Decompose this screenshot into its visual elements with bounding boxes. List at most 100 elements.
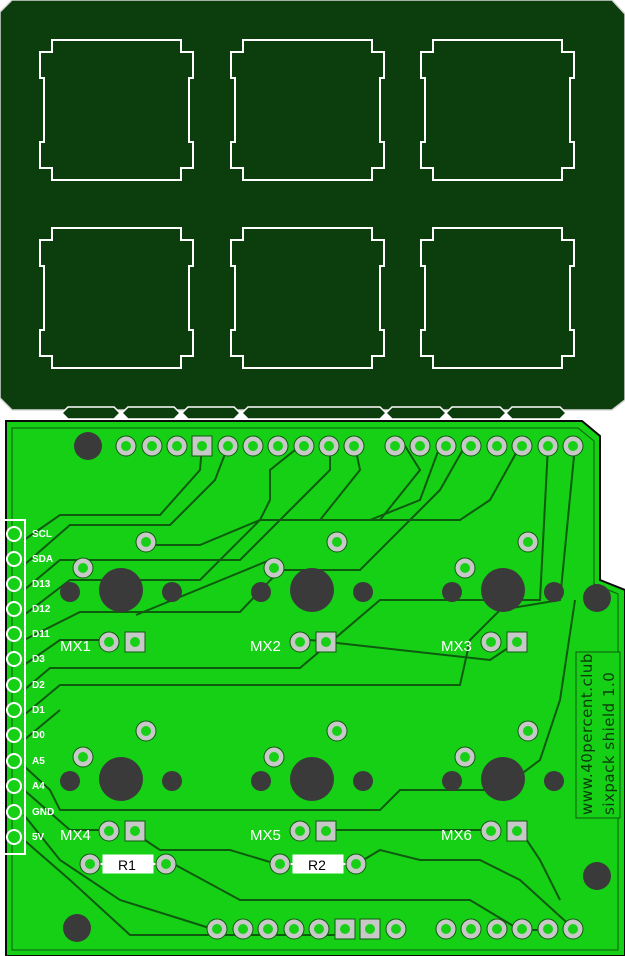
pin-label-5v: 5V	[32, 832, 45, 843]
pad-drill	[324, 441, 334, 451]
mounting-hole	[63, 914, 91, 942]
pad-drill	[351, 859, 361, 869]
switch-label-mx4: MX4	[60, 827, 91, 844]
pad-drill	[147, 441, 157, 451]
switch-footprints	[60, 531, 564, 842]
pad-drill	[248, 441, 258, 451]
copper-trace	[23, 814, 216, 931]
pin-label-a5: A5	[32, 756, 45, 767]
copper-trace	[359, 848, 576, 931]
switch-label-mx1: MX1	[60, 638, 91, 655]
pad-drill	[223, 441, 233, 451]
copper-trace	[23, 639, 100, 666]
pad-drill	[78, 752, 88, 762]
copper-trace	[369, 445, 441, 521]
pad-drill	[289, 924, 299, 934]
copper-trace	[290, 445, 521, 521]
pad-drill	[104, 826, 114, 836]
pad-drill	[523, 726, 533, 736]
pad-drill	[130, 826, 140, 836]
pad-drill	[269, 752, 279, 762]
pad-drill	[486, 637, 496, 647]
pad-drill	[466, 441, 476, 451]
pad-drill	[332, 537, 342, 547]
pad-drill	[299, 441, 309, 451]
left-header-outline	[2, 519, 26, 855]
header-pin	[6, 753, 22, 769]
copper-trace	[23, 709, 61, 741]
pad-drill	[512, 826, 522, 836]
header-pin	[6, 829, 22, 845]
switch-peg-hole	[442, 771, 462, 791]
pad-drill	[332, 726, 342, 736]
switch-peg-hole	[251, 582, 271, 602]
pin-label-d11: D11	[32, 629, 50, 640]
switch-cutouts	[39, 39, 575, 369]
pin-label-d1: D1	[32, 705, 45, 716]
pad-drill	[263, 924, 273, 934]
switch-cutout	[230, 39, 385, 181]
breakaway-tabs	[60, 406, 568, 420]
pad-drill	[486, 826, 496, 836]
pad-drill	[340, 924, 350, 934]
left-header-labels: SCL SDA D13 D12 D11 D3 D2 D1 D0 A5 A4 GN…	[32, 529, 54, 843]
pad-drill	[568, 924, 578, 934]
switch-peg-hole	[353, 771, 373, 791]
pad-drill	[492, 924, 502, 934]
switch-center-hole	[481, 757, 525, 801]
switch-label-mx6: MX6	[441, 827, 472, 844]
header-pin	[6, 702, 22, 718]
pad-drill	[197, 441, 207, 451]
side-text-panel	[575, 651, 621, 819]
pad-drill	[568, 441, 578, 451]
switch-peg-hole	[442, 582, 462, 602]
pin-label-gnd: GND	[32, 807, 54, 818]
pad-drill	[390, 441, 400, 451]
pin-label-d0: D0	[32, 730, 45, 741]
header-pin	[6, 651, 22, 667]
pad-drill	[365, 924, 375, 934]
copper-traces	[23, 445, 576, 936]
pad-drill	[321, 826, 331, 836]
switch-center-hole	[290, 757, 334, 801]
switch-cutout	[420, 227, 575, 369]
switch-peg-hole	[60, 771, 80, 791]
switch-cutout	[39, 227, 194, 369]
pin-label-scl: SCL	[32, 529, 52, 540]
pad-drill	[466, 924, 476, 934]
switch-peg-hole	[162, 582, 182, 602]
copper-trace	[23, 446, 331, 591]
mounting-holes	[63, 432, 611, 942]
switch-peg-hole	[353, 582, 373, 602]
pad-drill	[460, 563, 470, 573]
header-pin	[6, 601, 22, 617]
switch-label-mx5: MX5	[250, 827, 281, 844]
top-header-pins	[115, 435, 584, 457]
pad-drill	[314, 924, 324, 934]
pad-drill	[415, 441, 425, 451]
resistor-body	[292, 854, 344, 874]
breakaway-tab	[444, 406, 508, 420]
header-pin	[6, 626, 22, 642]
breakaway-tab	[180, 406, 242, 420]
pad-drill	[269, 563, 279, 573]
breakaway-tab	[384, 406, 448, 420]
switch-label-mx2: MX2	[250, 638, 281, 655]
breakaway-tab	[120, 406, 182, 420]
mounting-hole	[74, 432, 102, 460]
breakaway-tab	[60, 406, 122, 420]
pad-drill	[441, 441, 451, 451]
switch-cutout	[230, 227, 385, 369]
pad-drill	[517, 441, 527, 451]
pin-label-d3: D3	[32, 654, 45, 665]
pcb-board	[5, 420, 625, 956]
pad-drill	[273, 441, 283, 451]
switch-center-hole	[99, 568, 143, 612]
breakaway-tab	[504, 406, 568, 420]
copper-trace	[145, 445, 301, 546]
pad-drill	[238, 924, 248, 934]
pad-drill	[141, 537, 151, 547]
pad-drill	[349, 441, 359, 451]
